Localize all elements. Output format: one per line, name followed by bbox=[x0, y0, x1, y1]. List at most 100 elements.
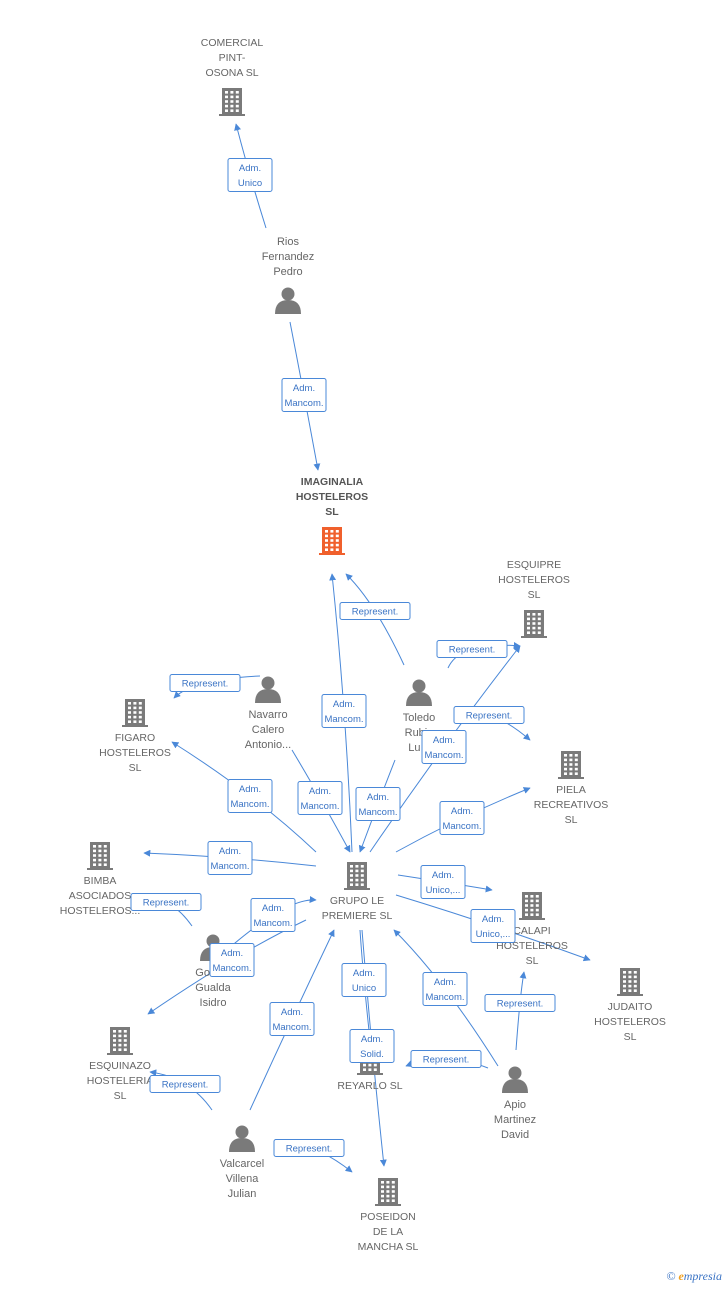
edge-label-box[interactable] bbox=[410, 1050, 482, 1068]
edge-label-box[interactable] bbox=[436, 640, 508, 658]
edge-label-gomez-to-grupo[interactable]: Adm.Mancom. bbox=[250, 898, 296, 932]
edge-label-grupo-to-esquinazo[interactable]: Adm.Mancom. bbox=[209, 943, 255, 977]
edge-labels-layer: Adm.UnicoAdm.Mancom.Represent.Adm.Mancom… bbox=[130, 158, 556, 1157]
edge-label-toledo-to-imaginalia[interactable]: Represent. bbox=[339, 602, 411, 620]
edge-label-toledo-to-grupo[interactable]: Adm.Mancom. bbox=[355, 787, 401, 821]
building-icon[interactable] bbox=[219, 88, 245, 116]
node-navarro[interactable]: NavarroCaleroAntonio... bbox=[245, 676, 291, 752]
edge-label-apio-to-calapi[interactable]: Represent. bbox=[484, 994, 556, 1012]
edge-label-text: Adm. bbox=[262, 903, 284, 914]
edge-label-toledo-to-esquipre[interactable]: Represent. bbox=[436, 640, 508, 658]
node-label-toledo: Toledo bbox=[403, 712, 435, 724]
edge-label-box[interactable] bbox=[421, 730, 467, 764]
edge-label-grupo-to-figaro[interactable]: Adm.Mancom. bbox=[227, 779, 273, 813]
edge-label-valcarcel-to-poseidon[interactable]: Represent. bbox=[273, 1139, 345, 1157]
edge-label-gomez-to-bimba[interactable]: Represent. bbox=[130, 893, 202, 911]
building-icon[interactable] bbox=[122, 699, 148, 727]
edge-label-box[interactable] bbox=[355, 787, 401, 821]
building-icon[interactable] bbox=[617, 968, 643, 996]
edge-label-box[interactable] bbox=[339, 602, 411, 620]
node-label-calapi: SL bbox=[526, 955, 539, 967]
edge-label-grupo-to-poseidon[interactable]: Adm.Solid. bbox=[349, 1029, 395, 1063]
edge-label-box[interactable] bbox=[470, 909, 516, 943]
edge-label-valcarcel-to-grupo[interactable]: Adm.Mancom. bbox=[269, 1002, 315, 1036]
node-label-apio: David bbox=[501, 1129, 529, 1141]
edge-label-valcarcel-to-esquinazo[interactable]: Represent. bbox=[149, 1075, 221, 1093]
node-label-figaro: FIGARO bbox=[115, 732, 155, 744]
edge-label-box[interactable] bbox=[149, 1075, 221, 1093]
edge-label-box[interactable] bbox=[420, 865, 466, 899]
person-icon[interactable] bbox=[406, 679, 432, 707]
person-icon[interactable] bbox=[275, 287, 301, 315]
edge-label-rios-to-imaginalia[interactable]: Adm.Mancom. bbox=[281, 378, 327, 412]
edge-label-grupo-to-imaginalia[interactable]: Adm.Mancom. bbox=[321, 694, 367, 728]
building-icon[interactable] bbox=[521, 610, 547, 638]
edge-label-grupo-to-reyarlo[interactable]: Adm.Unico bbox=[341, 963, 387, 997]
node-label-piela: SL bbox=[565, 814, 578, 826]
edge-label-text: Adm. bbox=[361, 1034, 383, 1045]
building-icon[interactable] bbox=[375, 1178, 401, 1206]
edge-label-box[interactable] bbox=[453, 706, 525, 724]
edge-label-grupo-to-judaito[interactable]: Adm.Unico,... bbox=[470, 909, 516, 943]
edge-label-box[interactable] bbox=[273, 1139, 345, 1157]
edge-label-text: Adm. bbox=[432, 870, 454, 881]
node-label-piela: RECREATIVOS bbox=[534, 799, 608, 811]
building-icon[interactable] bbox=[344, 862, 370, 890]
edge-label-grupo-to-calapi[interactable]: Adm.Unico,... bbox=[420, 865, 466, 899]
person-icon[interactable] bbox=[229, 1125, 255, 1153]
building-icon[interactable] bbox=[107, 1027, 133, 1055]
node-label-reyarlo: REYARLO SL bbox=[337, 1080, 402, 1092]
edge-label-box[interactable] bbox=[281, 378, 327, 412]
edge-label-text: Represent. bbox=[162, 1080, 208, 1091]
node-label-poseidon: MANCHA SL bbox=[358, 1241, 419, 1253]
person-icon[interactable] bbox=[255, 676, 281, 704]
building-icon[interactable] bbox=[519, 892, 545, 920]
edge-label-text: Represent. bbox=[143, 898, 189, 909]
node-bimba[interactable]: BIMBAASOCIADOSHOSTELEROS... bbox=[60, 842, 141, 917]
edge-label-box[interactable] bbox=[349, 1029, 395, 1063]
edge-label-toledo-to-piela[interactable]: Represent. bbox=[453, 706, 525, 724]
edge-label-box[interactable] bbox=[209, 943, 255, 977]
node-label-bimba: ASOCIADOS bbox=[69, 890, 131, 902]
edge-label-grupo-to-esquipre[interactable]: Adm.Mancom. bbox=[421, 730, 467, 764]
edge-label-box[interactable] bbox=[227, 779, 273, 813]
edge-label-box[interactable] bbox=[269, 1002, 315, 1036]
edge-label-box[interactable] bbox=[297, 781, 343, 815]
edge-label-box[interactable] bbox=[227, 158, 273, 192]
edge-label-text: Adm. bbox=[451, 806, 473, 817]
edge-label-box[interactable] bbox=[321, 694, 367, 728]
edge-label-navarro-to-grupo[interactable]: Adm.Mancom. bbox=[297, 781, 343, 815]
edge-label-box[interactable] bbox=[130, 893, 202, 911]
node-label-esquinazo: HOSTELERIA bbox=[87, 1075, 154, 1087]
edge-label-grupo-to-piela[interactable]: Adm.Mancom. bbox=[439, 801, 485, 835]
edge-label-apio-to-reyarlo[interactable]: Represent. bbox=[410, 1050, 482, 1068]
edge-label-navarro-to-figaro[interactable]: Represent. bbox=[169, 674, 241, 692]
edge-label-box[interactable] bbox=[250, 898, 296, 932]
building-icon[interactable] bbox=[87, 842, 113, 870]
edge-label-box[interactable] bbox=[422, 972, 468, 1006]
building-icon[interactable] bbox=[319, 527, 345, 555]
edge-label-box[interactable] bbox=[484, 994, 556, 1012]
person-icon[interactable] bbox=[502, 1066, 528, 1094]
edge-label-rios-to-comercial[interactable]: Adm.Unico bbox=[227, 158, 273, 192]
edge-label-apio-to-grupo[interactable]: Adm.Mancom. bbox=[422, 972, 468, 1006]
edge-label-box[interactable] bbox=[207, 841, 253, 875]
building-icon[interactable] bbox=[558, 751, 584, 779]
edge-label-grupo-to-bimba[interactable]: Adm.Mancom. bbox=[207, 841, 253, 875]
edge-label-box[interactable] bbox=[169, 674, 241, 692]
edge-label-box[interactable] bbox=[439, 801, 485, 835]
edge-label-box[interactable] bbox=[341, 963, 387, 997]
